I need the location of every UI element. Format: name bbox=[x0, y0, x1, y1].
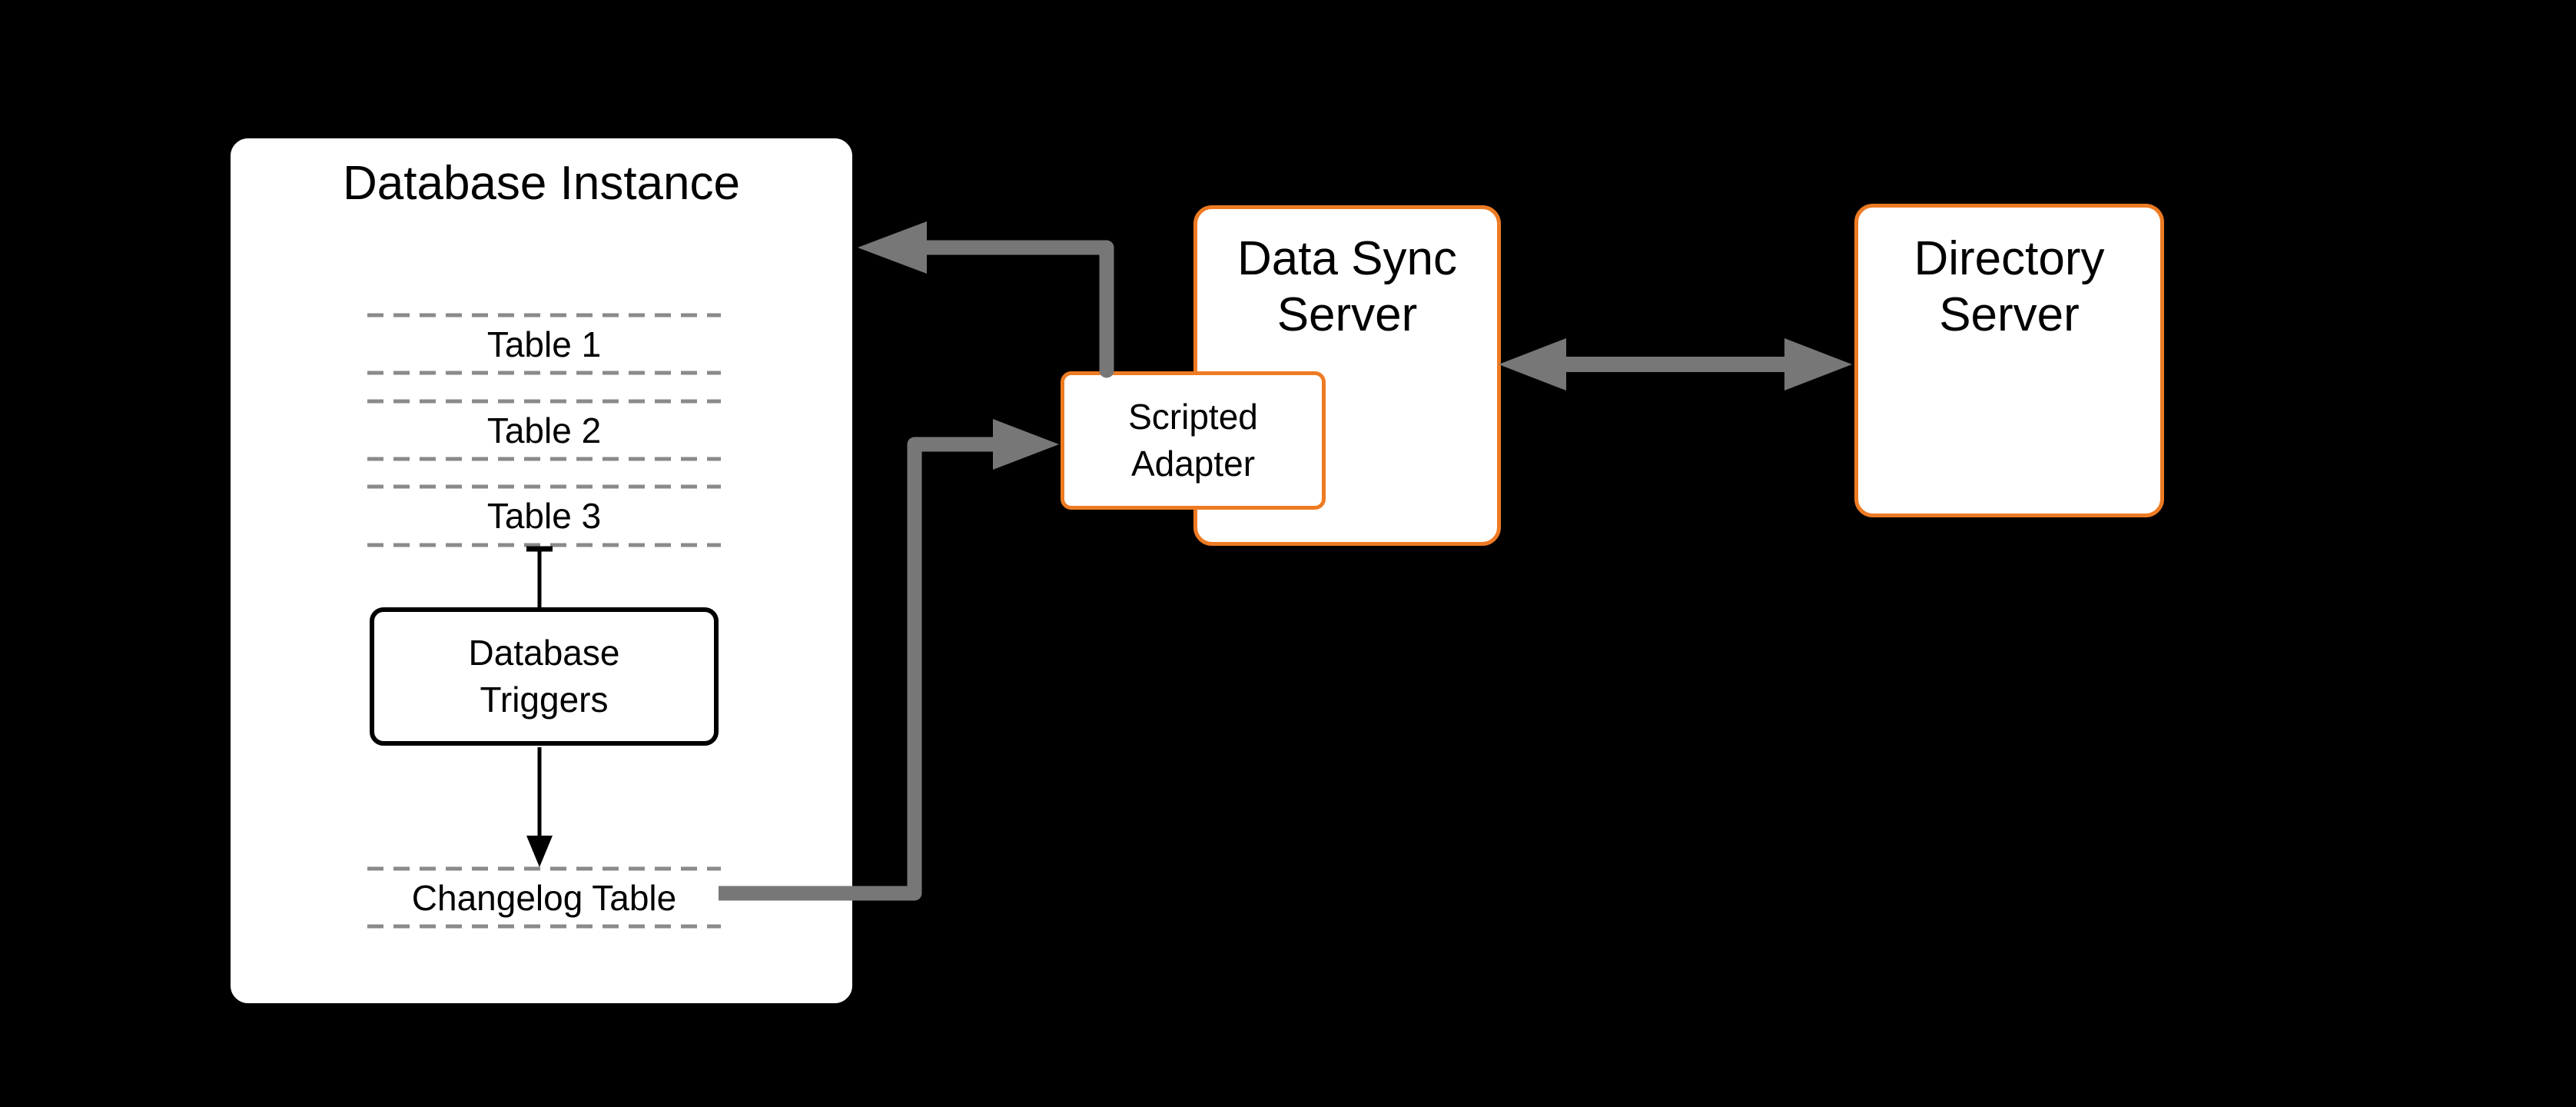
database-triggers-box: Database Triggers bbox=[370, 607, 719, 746]
data-sync-server-box: Data Sync Server bbox=[1193, 205, 1501, 546]
changelog-table-label: Changelog Table bbox=[411, 877, 677, 918]
arrow-sync-directory-bidirectional bbox=[1499, 338, 1852, 391]
table-2-label: Table 2 bbox=[486, 410, 602, 450]
table-1-label: Table 1 bbox=[486, 324, 602, 364]
scripted-adapter-label: Scripted Adapter bbox=[1128, 397, 1258, 484]
scripted-adapter-box: Scripted Adapter bbox=[1061, 371, 1326, 510]
table-3-label: Table 3 bbox=[486, 495, 602, 536]
directory-server-title: Directory Server bbox=[1914, 232, 2105, 341]
data-sync-server-title: Data Sync Server bbox=[1237, 232, 1458, 341]
database-instance-title: Database Instance bbox=[342, 157, 740, 210]
database-triggers-label: Database Triggers bbox=[468, 633, 620, 720]
directory-server-box: Directory Server bbox=[1854, 204, 2164, 517]
arrow-adapter-to-database bbox=[858, 221, 1114, 378]
